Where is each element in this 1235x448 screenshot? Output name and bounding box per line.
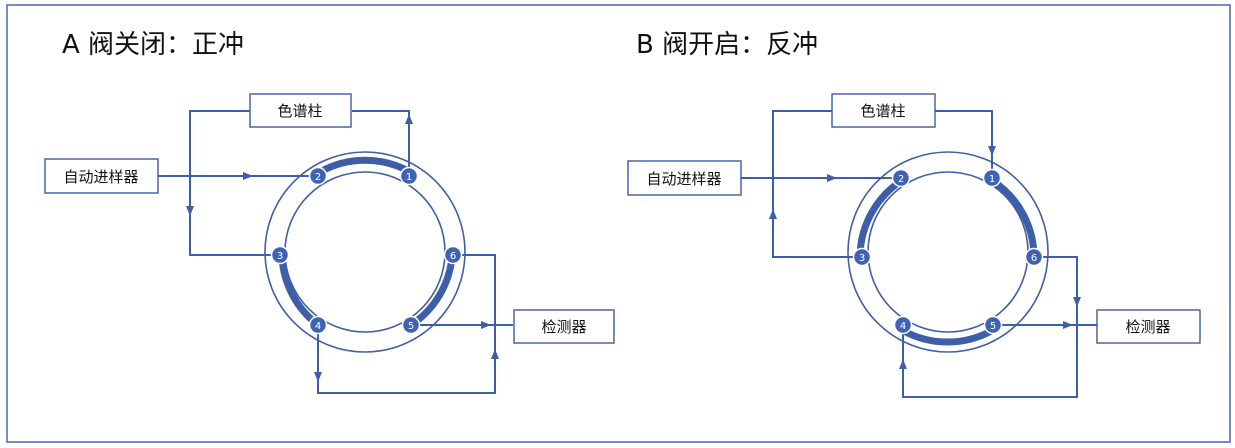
- svg-text:6: 6: [450, 251, 456, 262]
- svg-text:2: 2: [315, 172, 321, 183]
- svg-text:3: 3: [277, 251, 283, 262]
- valve-a-channel-1-2: [316, 156, 414, 176]
- port-b-5: 5: [983, 315, 1003, 335]
- svg-text:6: 6: [1031, 253, 1037, 264]
- box-a-autosampler: [44, 158, 159, 194]
- svg-text:3: 3: [859, 253, 865, 264]
- valve-a-channel-5-6: [407, 253, 456, 329]
- valve-b-outer-ring: [847, 151, 1049, 353]
- port-b-3: 3: [852, 247, 872, 267]
- valve-a-outer-ring: [264, 151, 466, 353]
- valve-a-inner-ring: [284, 171, 446, 333]
- svg-text:5: 5: [990, 321, 996, 332]
- panel-b: B 阀开启：反冲 色谱柱 自动进样器 检测器 1 2 3 4 5: [627, 30, 1201, 398]
- box-b-autosampler: [627, 160, 742, 196]
- tube-b-column-to-port1: [935, 110, 993, 170]
- box-b-detector: [1096, 309, 1201, 344]
- port-a-1: 1: [399, 166, 419, 186]
- svg-text:2: 2: [898, 174, 904, 185]
- valve-b-channel-2-3: [856, 177, 905, 261]
- tube-a-port1-to-column: [352, 110, 410, 170]
- valve-b-channel-1-6: [989, 177, 1038, 261]
- label-b-detector: 检测器: [1125, 318, 1170, 336]
- port-b-6: 6: [1024, 247, 1044, 267]
- port-b-4: 4: [893, 315, 913, 335]
- label-b-column: 色谱柱: [860, 102, 905, 120]
- valve-b-inner-ring: [867, 171, 1029, 333]
- tube-a-column-to-port3: [189, 110, 273, 256]
- port-a-5: 5: [401, 315, 421, 335]
- box-a-detector: [513, 309, 615, 344]
- svg-text:1: 1: [989, 174, 995, 185]
- box-a-column: [249, 93, 352, 128]
- diagram-frame: [6, 4, 1231, 443]
- box-b-column: [831, 93, 936, 128]
- panel-a: A 阀关闭：正冲 色谱柱 自动进样器 检测器 1 2 3 4 5: [44, 30, 615, 394]
- label-a-column: 色谱柱: [277, 102, 322, 120]
- tube-b-port3-to-column: [772, 110, 855, 258]
- label-a-detector: 检测器: [541, 318, 586, 336]
- port-a-3: 3: [270, 245, 290, 265]
- port-b-2: 2: [891, 168, 911, 188]
- port-a-6: 6: [443, 245, 463, 265]
- svg-text:4: 4: [315, 321, 321, 332]
- label-a-autosampler: 自动进样器: [63, 168, 138, 186]
- valve-b-channel-4-5: [898, 326, 997, 346]
- label-b-autosampler: 自动进样器: [646, 170, 721, 188]
- panel-a-title: A 阀关闭：正冲: [62, 30, 244, 60]
- svg-text:5: 5: [408, 321, 414, 332]
- port-a-2: 2: [308, 166, 328, 186]
- svg-text:4: 4: [900, 321, 906, 332]
- panel-b-title: B 阀开启：反冲: [636, 30, 818, 60]
- svg-text:1: 1: [406, 172, 412, 183]
- port-a-4: 4: [308, 315, 328, 335]
- port-b-1: 1: [982, 168, 1002, 188]
